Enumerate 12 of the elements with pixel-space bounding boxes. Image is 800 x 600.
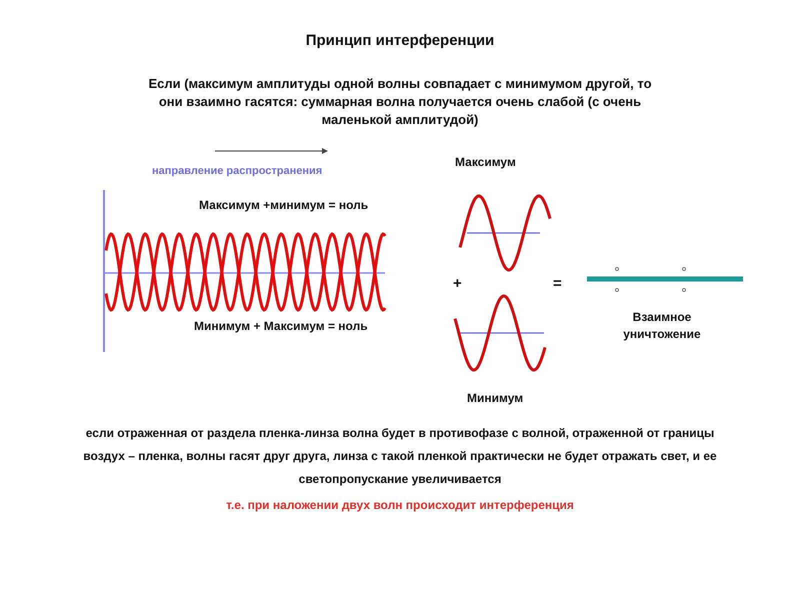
equation-text: Минимум + Максимум = ноль [194,318,368,335]
equation-text: Максимум +минимум = ноль [199,197,368,214]
equals-sign: = [553,274,562,294]
conclusion-text: т.е. при наложении двух волн происходит интерференция [225,497,575,514]
intro-paragraph: Если (максимум амплитуды одной волны совпадает с минимумом другой, то они взаимно гасятся: суммарная волна получается очень слабой (с очень маленькой амплитудой) [147,75,653,130]
plus-sign: + [453,274,462,294]
explanation-paragraph: если отраженная от раздела пленка-линза волна будет в противофазе с волной, отраженной от границы воздух – пленка, волны гасят друг друга, линза с такой пленкой практически не будет отражать свет, и ее светопропускание увеличивается [82,425,718,488]
wave-label: Минимум [467,390,524,407]
heading: Принцип интерференции [304,31,496,51]
direction-label: направление распространения [152,164,322,179]
wave-label: Максимум [455,154,516,171]
result-label: Взаимное уничтожение [622,309,702,343]
